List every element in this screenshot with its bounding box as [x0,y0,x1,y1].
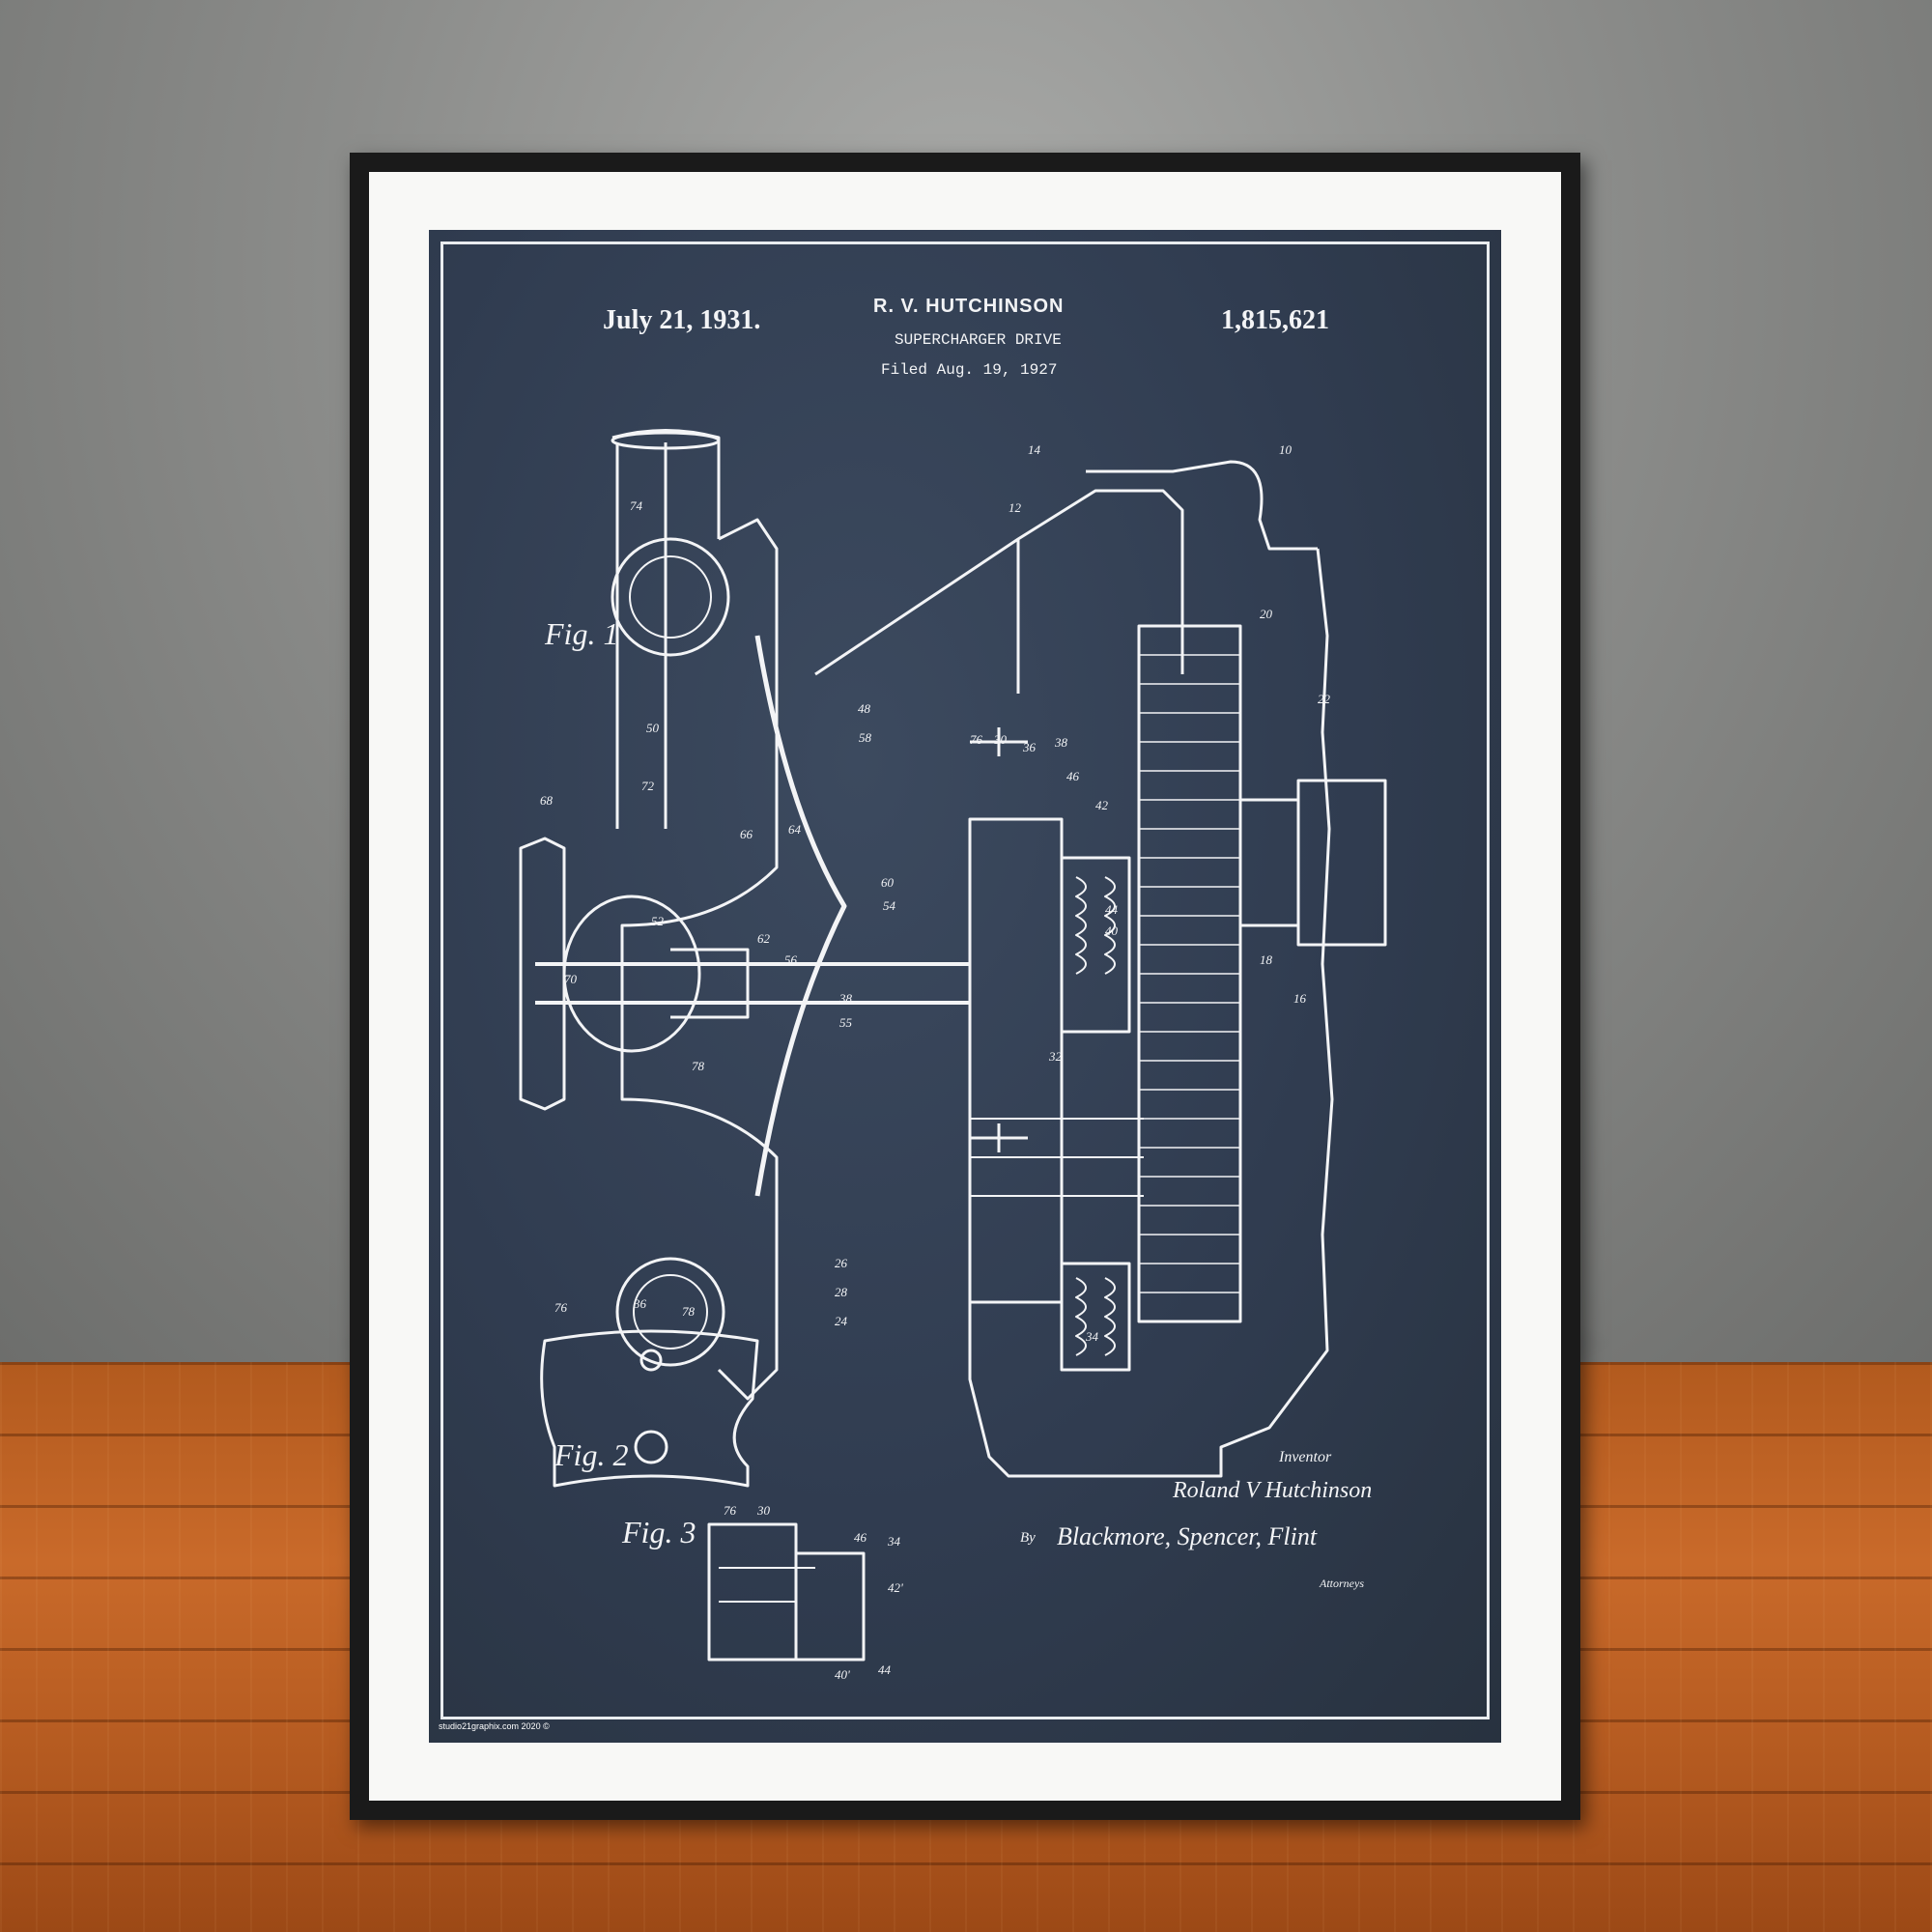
outer-housing [968,548,1334,1478]
svg-text:34: 34 [887,1534,901,1548]
fig3-spring-box [794,1551,866,1662]
svg-text:56: 56 [784,952,798,967]
svg-text:76: 76 [554,1300,568,1315]
lower-clutch-housing [1060,1262,1131,1372]
svg-text:50: 50 [646,721,660,735]
casing-flange [1086,460,1318,551]
white-mat: July 21, 1931. R. V. HUTCHINSON SUPERCHA… [369,172,1561,1801]
svg-text:26: 26 [835,1256,848,1270]
pipe-mouth [611,431,721,450]
fig2-pin [639,1349,663,1372]
clutch-housing [1060,856,1131,1034]
svg-text:40': 40' [835,1667,850,1682]
svg-text:68: 68 [540,793,554,808]
upper-casing [814,489,1184,676]
svg-text:64: 64 [788,822,802,837]
svg-text:55: 55 [839,1015,853,1030]
impeller-housing [620,518,779,1401]
svg-text:76: 76 [724,1503,737,1518]
clutch-springs [1075,876,1116,1356]
svg-text:44: 44 [878,1662,892,1677]
svg-text:42': 42' [888,1580,903,1595]
gear-shaft-lines [970,1118,1144,1197]
svg-text:44: 44 [1105,902,1119,917]
by-label: By [1020,1530,1036,1546]
svg-text:52: 52 [651,914,665,928]
intermediate-gear [968,817,1064,1304]
end-cap [519,837,566,1111]
svg-text:30: 30 [993,732,1008,747]
svg-text:16: 16 [1293,991,1307,1006]
svg-text:40: 40 [1105,923,1119,938]
upper-volute-inner [629,555,712,639]
svg-text:46: 46 [1066,769,1080,783]
svg-text:78: 78 [682,1304,696,1319]
svg-text:22: 22 [1318,692,1331,706]
svg-text:54: 54 [883,898,896,913]
impeller-blade [754,635,847,1197]
svg-text:42: 42 [1095,798,1109,812]
svg-text:70: 70 [564,972,578,986]
svg-text:74: 74 [630,498,643,513]
patent-title: SUPERCHARGER DRIVE [895,331,1062,349]
svg-text:48: 48 [858,701,871,716]
fig3-block [707,1522,798,1662]
svg-text:60: 60 [881,875,895,890]
svg-text:18: 18 [1260,952,1273,967]
patent-print: July 21, 1931. R. V. HUTCHINSON SUPERCHA… [429,230,1501,1743]
svg-text:36: 36 [1022,740,1037,754]
patent-filed-date: Filed Aug. 19, 1927 [881,361,1058,379]
attorneys-label: Attorneys [1320,1577,1364,1590]
fig2-hole [634,1430,668,1464]
svg-text:34: 34 [1085,1329,1099,1344]
svg-text:72: 72 [641,779,655,793]
fig3-bolts [719,1567,815,1603]
svg-text:76: 76 [970,732,983,747]
svg-text:12: 12 [1009,500,1022,515]
svg-text:58: 58 [859,730,872,745]
svg-text:46: 46 [854,1530,867,1545]
svg-text:78: 78 [692,1059,705,1073]
supercharger-drawing: 74 12 14 10 20 22 50 48 58 76 30 36 38 4… [519,429,1387,1682]
patent-date: July 21, 1931. [603,305,761,335]
svg-text:66: 66 [740,827,753,841]
gear-teeth [1139,654,1240,1293]
shaft-collar [670,948,750,1019]
svg-text:36: 36 [633,1296,647,1311]
section-line-top [970,727,1028,756]
section-line-bottom [970,1123,1028,1152]
svg-text:38: 38 [1054,735,1068,750]
patent-inventor-header: R. V. HUTCHINSON [873,296,1065,317]
svg-text:24: 24 [835,1314,848,1328]
inlet-pipe [611,429,721,829]
drive-hub [1296,779,1387,947]
svg-text:10: 10 [1279,442,1293,457]
lower-volute [615,1257,725,1367]
main-shaft [535,962,970,1005]
svg-text:14: 14 [1028,442,1041,457]
lower-volute-inner [633,1274,708,1350]
svg-text:28: 28 [835,1285,848,1299]
credit-text: studio21graphix.com 2020 © [439,1721,550,1731]
inventor-label: Inventor [1279,1449,1332,1465]
part-labels: 74 12 14 10 20 22 50 48 58 76 30 36 38 4… [540,442,1331,1682]
picture-frame: July 21, 1931. R. V. HUTCHINSON SUPERCHA… [350,153,1580,1820]
inventor-signature: Roland V Hutchinson [1173,1478,1373,1503]
patent-number: 1,815,621 [1221,305,1329,335]
svg-text:32: 32 [1048,1049,1063,1064]
svg-text:30: 30 [756,1503,771,1518]
svg-text:62: 62 [757,931,771,946]
svg-text:20: 20 [1260,607,1273,621]
gear-boss [1238,798,1300,927]
upper-volute [611,537,730,657]
fig3-label: Fig. 3 [622,1515,696,1549]
inlet-chamber [562,895,701,1053]
fig2-label: Fig. 2 [554,1437,629,1472]
fig1-label: Fig. 1 [545,616,619,651]
fig2-segment [540,1329,759,1488]
print-inner-border [440,242,1490,1719]
attorney-signature: Blackmore, Spencer, Flint [1057,1522,1318,1550]
svg-text:38: 38 [838,991,853,1006]
